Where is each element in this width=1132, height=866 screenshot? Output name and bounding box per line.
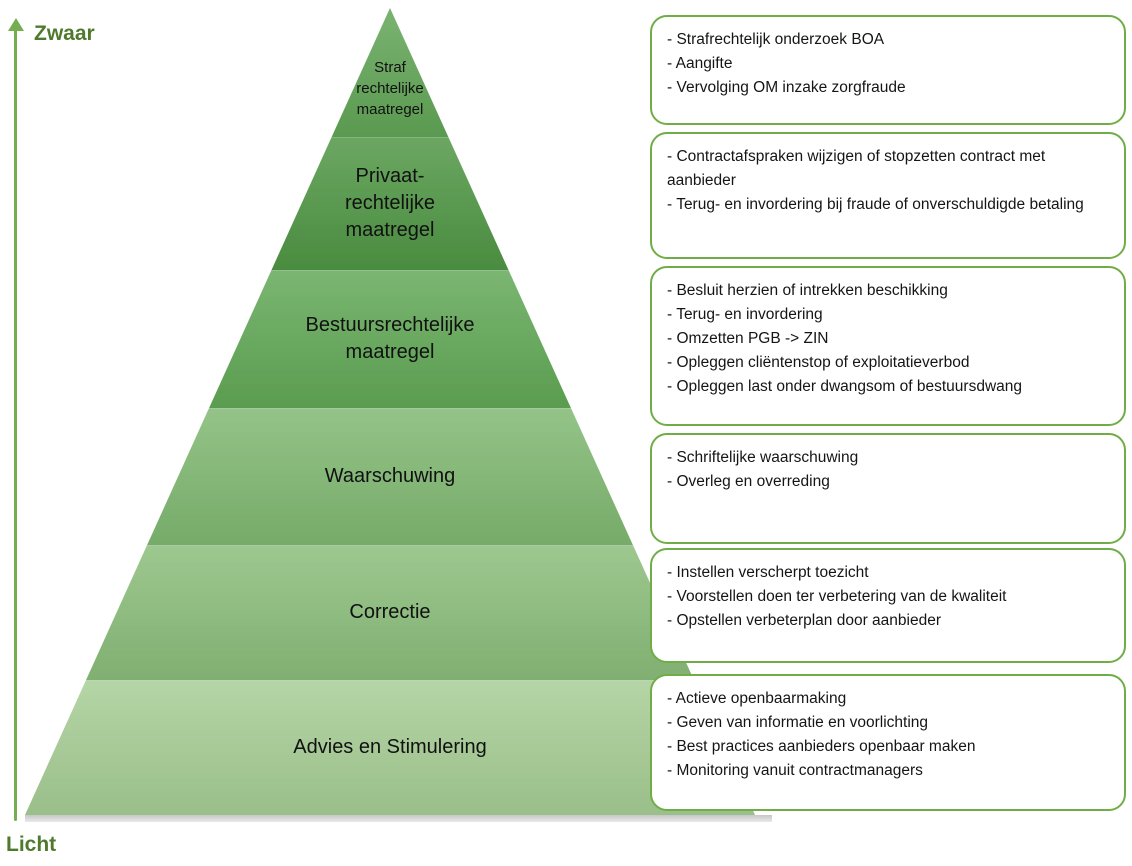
detail-item: - Vervolging OM inzake zorgfraude [667,79,906,97]
detail-item: - Opstellen verbeterplan door aanbieder [667,612,942,630]
detail-item: - Terug- en invordering [667,306,823,324]
detail-box-privaatrechtelijk: - Contractafspraken wijzigen of stopzett… [650,132,1126,259]
pyramid-level-3 [25,270,755,408]
detail-item: - Besluit herzien of intrekken beschikki… [667,282,948,299]
pyramid-base-shadow [25,815,772,822]
pyramid: Straf rechtelijke maatregel Privaat- rec… [25,8,755,815]
detail-box-bestuursrechtelijk: - Besluit herzien of intrekken beschikki… [650,266,1126,426]
detail-box-strafrechtelijk: - Strafrechtelijk onderzoek BOA - Aangif… [650,15,1126,125]
detail-item: - Monitoring vanuit contractmanagers [667,762,923,780]
detail-box-advies-stimulering: - Actieve openbaarmaking - Geven van inf… [650,674,1126,811]
detail-item: - Omzetten PGB -> ZIN [667,330,829,348]
detail-item: - Opleggen cliëntenstop of exploitatieve… [667,354,970,372]
axis-arrowhead-icon [8,18,24,31]
pyramid-shape [25,8,755,815]
axis-label-licht: Licht [6,833,57,856]
detail-item: - Contractafspraken wijzigen of stopzett… [667,148,1046,190]
pyramid-level-6 [25,680,755,815]
detail-box-waarschuwing: - Schriftelijke waarschuwing - Overleg e… [650,433,1126,544]
detail-item: - Aangifte [667,55,733,73]
detail-item: - Terug- en invordering bij fraude of on… [667,196,1084,214]
detail-item: - Schriftelijke waarschuwing [667,449,859,466]
detail-item: - Overleg en overreding [667,473,830,491]
axis-line [14,30,17,821]
pyramid-level-2 [25,137,755,270]
detail-item: - Strafrechtelijk onderzoek BOA [667,31,885,48]
detail-item: - Instellen verscherpt toezicht [667,564,869,581]
pyramid-level-5 [25,545,755,680]
axis-label-zwaar: Zwaar [34,22,95,45]
pyramid-level-4 [25,408,755,545]
detail-item: - Geven van informatie en voorlichting [667,714,929,732]
detail-box-correctie: - Instellen verscherpt toezicht - Voorst… [650,548,1126,663]
pyramid-level-1 [25,8,755,137]
detail-item: - Best practices aanbieders openbaar mak… [667,738,976,756]
detail-item: - Actieve openbaarmaking [667,690,847,707]
detail-item: - Voorstellen doen ter verbetering van d… [667,588,1007,606]
detail-item: - Opleggen last onder dwangsom of bestuu… [667,378,1022,396]
